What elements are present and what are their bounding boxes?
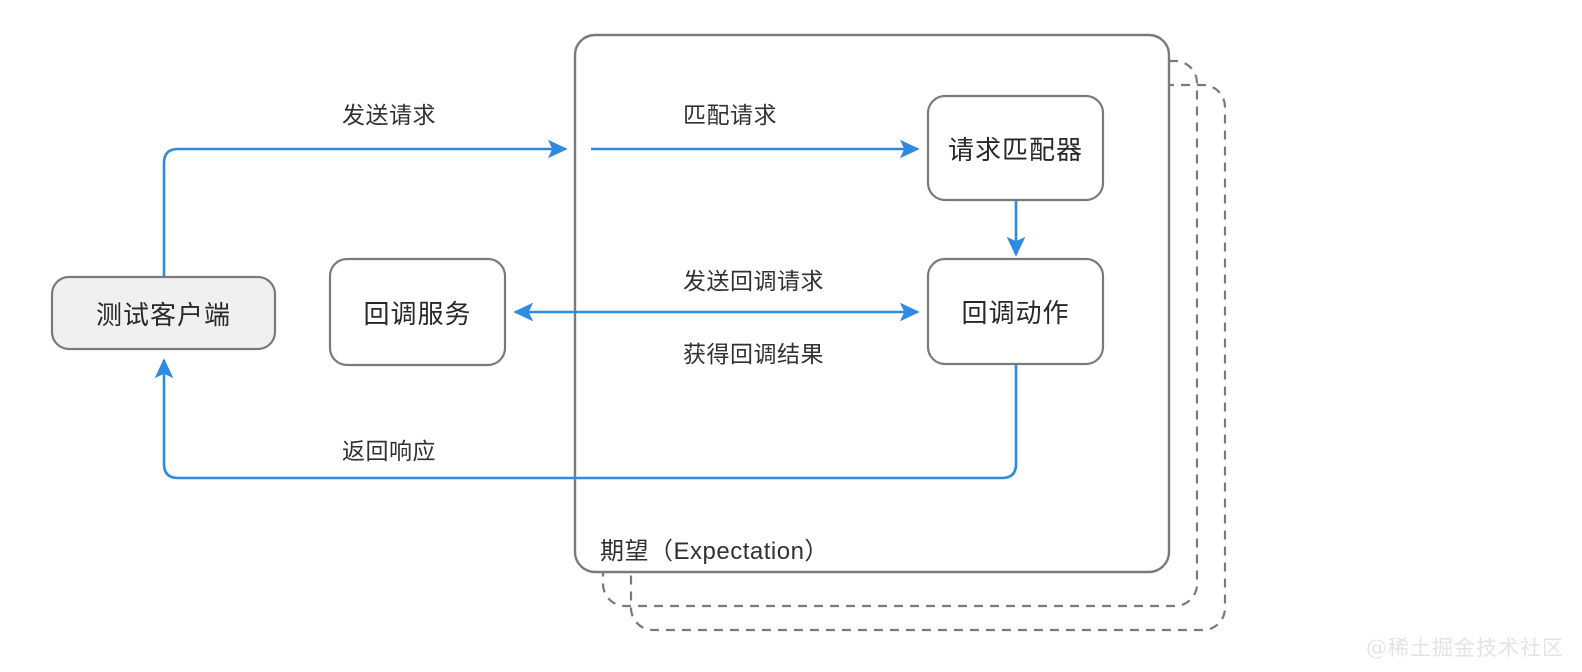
node-callback-action[interactable] [926,257,1105,366]
expectation-group-label: 期望（Expectation） [600,538,829,565]
edge-label-return-response: 返回响应 [342,438,436,464]
edge-label-get-callback-result: 获得回调结果 [683,341,824,367]
node-callback-service[interactable] [328,257,507,367]
watermark: @稀土掘金技术社区 [1366,636,1564,660]
edge-label-send-callback-request: 发送回调请求 [683,268,824,294]
edge-return-response [154,358,1018,480]
edge-label-match-request: 匹配请求 [683,102,777,128]
node-request-matcher[interactable] [926,94,1105,202]
node-test-client[interactable] [50,275,277,351]
edge-send-request [162,139,568,277]
edge-label-send-request: 发送请求 [342,102,436,128]
